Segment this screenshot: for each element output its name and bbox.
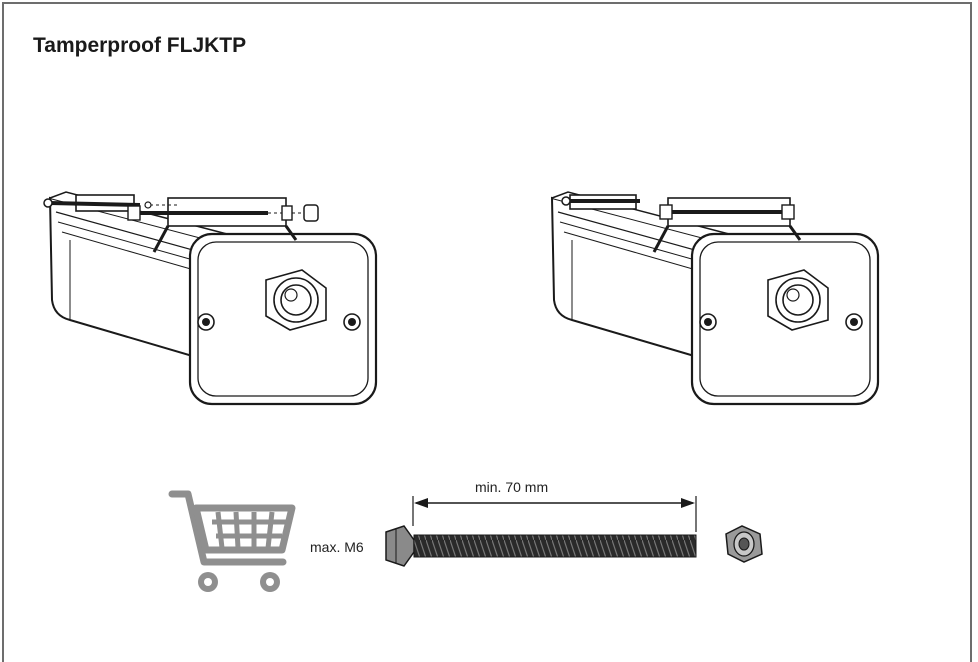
thread-label: max. M6 [310, 539, 364, 555]
shopping-cart-icon [168, 490, 296, 592]
nut-icon [725, 525, 763, 563]
bolt-icon [385, 525, 697, 567]
dimension-line [412, 496, 697, 532]
luminaire-assembled-icon [550, 190, 880, 406]
length-label: min. 70 mm [475, 479, 548, 495]
page-title: Tamperproof FLJKTP [33, 34, 247, 57]
luminaire-exploded-icon [43, 190, 378, 406]
